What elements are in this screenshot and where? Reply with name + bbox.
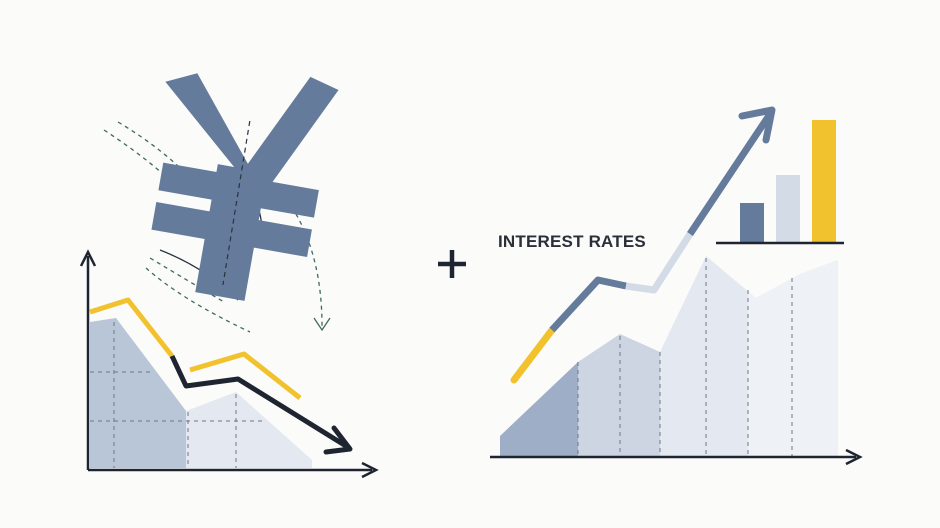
bar-2 [776, 175, 800, 243]
left-yellow-line [89, 297, 174, 358]
right-arrow-slate [549, 276, 627, 333]
bar-3 [812, 120, 836, 243]
interest-rates-label: INTEREST RATES [498, 232, 646, 251]
left-trend-line [169, 354, 348, 449]
left-yellow-line-2 [189, 351, 302, 400]
right-arrow-top [687, 112, 773, 236]
left-trend-arrowhead [323, 425, 353, 455]
yen-icon [151, 73, 339, 301]
left-x-axis-arrow [361, 461, 379, 479]
right-area-band-1 [500, 362, 578, 456]
plus-icon [438, 250, 466, 278]
right-arrow-pale [625, 232, 693, 294]
bar-1 [740, 203, 764, 243]
right-arrow-head [738, 106, 776, 144]
right-area-band-4 [748, 260, 838, 456]
right-arrow-yellow [510, 326, 556, 384]
right-area-band-2 [578, 334, 660, 456]
left-grid [90, 322, 262, 468]
bar-inset [716, 120, 844, 245]
right-grid [577, 258, 793, 456]
left-y-axis-arrow [79, 249, 97, 267]
right-x-axis-arrow [845, 448, 863, 466]
left-declining-chart [79, 249, 379, 479]
left-area-shade [90, 318, 186, 468]
right-rising-chart [490, 106, 863, 466]
